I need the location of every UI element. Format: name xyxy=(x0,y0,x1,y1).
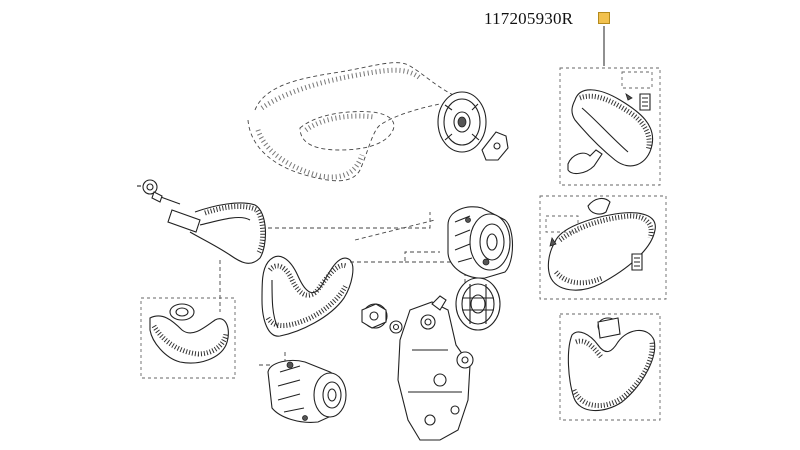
timing-belt-dashed xyxy=(247,62,461,182)
spacer-washer xyxy=(389,320,403,334)
option-box-middle-right[interactable] xyxy=(539,195,667,300)
option-box-top-right[interactable] xyxy=(559,67,661,186)
water-pump-pulley xyxy=(455,277,501,331)
tensioner-bolt xyxy=(151,191,201,233)
mounting-bracket xyxy=(397,295,474,441)
ac-compressor xyxy=(267,359,347,423)
idler-roller xyxy=(361,303,388,329)
callout-badge[interactable] xyxy=(598,12,610,24)
accessory-belt-left xyxy=(189,202,266,264)
washer-ring xyxy=(137,179,158,195)
alternator xyxy=(447,206,514,279)
pulley-bracket xyxy=(481,131,509,161)
part-number-label: 117205930R xyxy=(484,9,574,28)
option-box-bottom-right[interactable] xyxy=(559,313,661,421)
poly-v-belt-center xyxy=(261,255,354,337)
option-box-left[interactable] xyxy=(140,297,236,379)
crankshaft-pulley xyxy=(437,91,487,153)
